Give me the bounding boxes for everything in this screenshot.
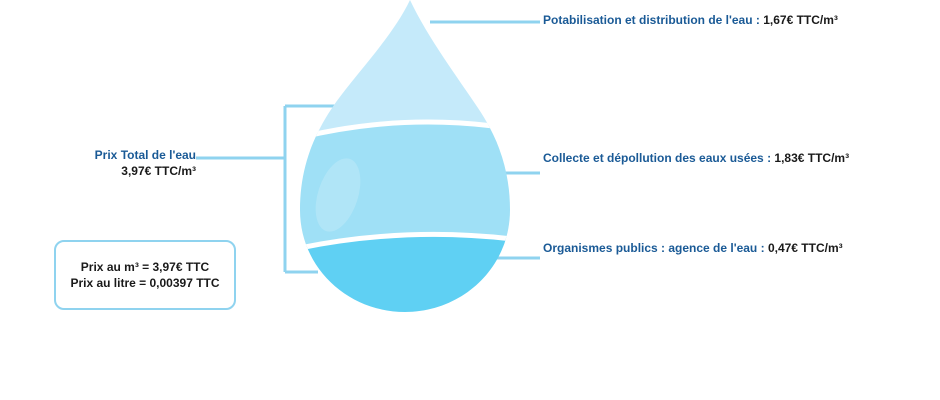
connector-lines <box>196 20 540 274</box>
segment-name: Organismes publics : agence de l'eau : <box>543 241 765 255</box>
price-summary-box: Prix au m³ = 3,97€ TTC Prix au litre = 0… <box>54 240 236 310</box>
total-title: Prix Total de l'eau <box>94 148 196 162</box>
price-per-m3: Prix au m³ = 3,97€ TTC <box>80 260 210 274</box>
total-price-label: Prix Total de l'eau 3,97€ TTC/m³ <box>60 148 196 178</box>
segment-value: 1,83€ TTC/m³ <box>774 151 850 165</box>
drop-segment-collecte <box>300 122 510 250</box>
segment-name: Potabilisation et distribution de l'eau … <box>543 13 760 27</box>
drop-segment-organismes <box>300 234 510 312</box>
separator-bottom <box>300 231 510 253</box>
segment-label-collecte: Collecte et dépollution des eaux usées :… <box>543 151 849 165</box>
segment-value: 1,67€ TTC/m³ <box>763 13 838 27</box>
segment-name: Collecte et dépollution des eaux usées : <box>543 151 772 165</box>
segment-label-potabilisation: Potabilisation et distribution de l'eau … <box>543 13 838 27</box>
segment-value: 0,47€ TTC/m³ <box>767 241 843 255</box>
total-value: 3,97€ TTC/m³ <box>121 164 196 178</box>
connector-total <box>196 104 348 274</box>
segment-label-organismes: Organismes publics : agence de l'eau : 0… <box>543 241 843 255</box>
price-per-litre: Prix au litre = 0,00397 TTC <box>70 276 220 290</box>
drop-highlight <box>315 158 361 232</box>
